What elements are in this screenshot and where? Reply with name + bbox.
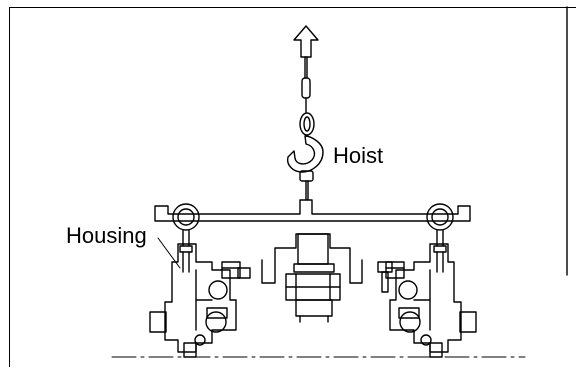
wire-rope <box>301 56 311 113</box>
housing-leader-line <box>157 237 181 269</box>
lift-direction-arrow <box>293 25 319 58</box>
hook-icon <box>286 135 324 201</box>
left-housing <box>149 243 251 358</box>
rope-eye-inner <box>303 116 311 132</box>
housing-label: Housing <box>66 223 147 248</box>
rope-eye <box>299 112 315 136</box>
center-shaft-assembly <box>261 233 363 323</box>
drawing-frame <box>9 7 576 367</box>
right-bolt <box>377 261 393 293</box>
spreader-beam <box>154 199 471 222</box>
hoist-label: Hoist <box>333 143 384 168</box>
right-housing <box>385 243 477 358</box>
